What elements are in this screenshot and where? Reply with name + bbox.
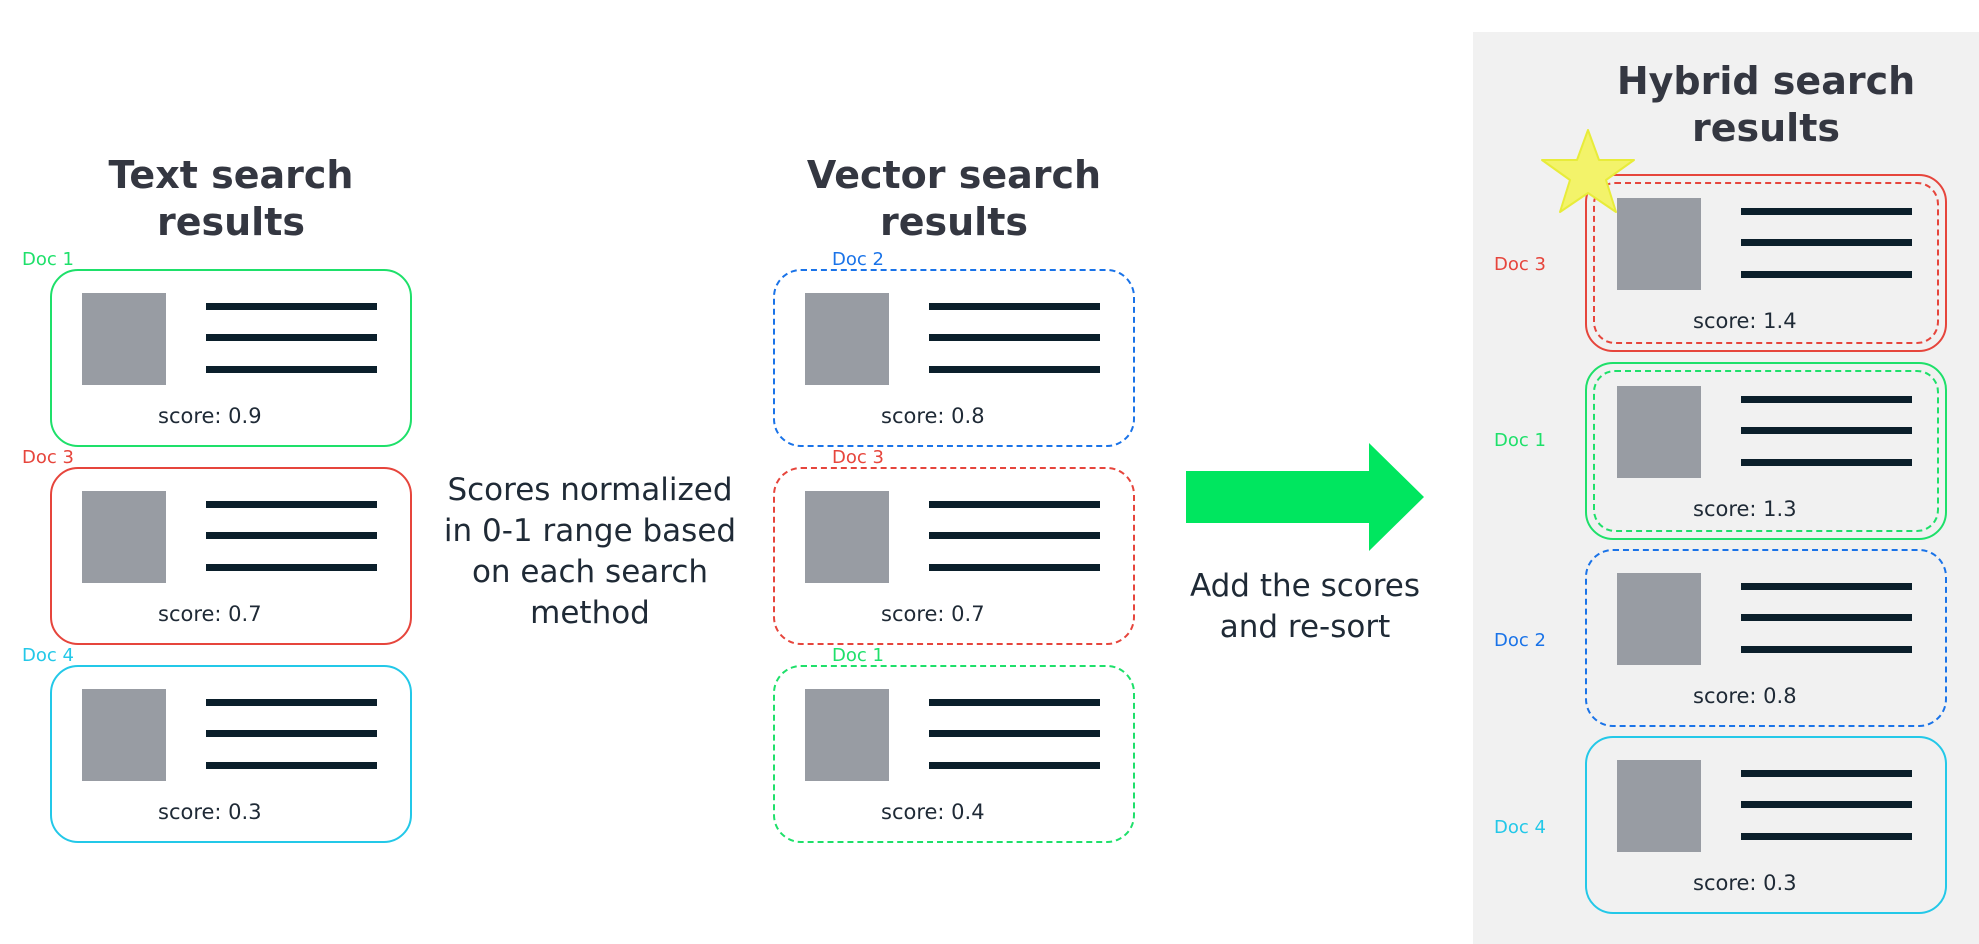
score-label: score: 1.3 [1693,497,1797,521]
add-scores-caption-line2: and re-sort [1219,609,1391,645]
card-inner-border [1593,370,1939,532]
text-line [206,762,377,769]
text-search-title-line1: Text search [108,153,354,197]
text-line [929,699,1100,706]
text-line [1741,396,1912,403]
vector-result-card-2[interactable]: score: 0.7 [773,467,1135,645]
vector-result-card-1[interactable]: score: 0.8 [773,269,1135,447]
document-thumbnail [1617,573,1701,665]
score-label: score: 1.4 [1693,309,1797,333]
score-label: score: 0.3 [1693,871,1797,895]
score-label: score: 0.7 [881,602,985,626]
text-line [206,564,377,571]
hybrid-results-panel [1473,32,1979,944]
normalize-caption-line4: method [530,595,650,631]
hybrid-result-card-2[interactable]: score: 1.3 [1585,362,1947,540]
text-line [929,564,1100,571]
hybrid-result-card-1[interactable]: score: 1.4 [1585,174,1947,352]
text-line [206,532,377,539]
hybrid-search-title-line1: Hybrid search [1616,59,1916,103]
text-line [929,532,1100,539]
hybrid-doc-label-2: Doc 1 [1494,430,1546,451]
hybrid-doc-label-3: Doc 2 [1494,630,1546,651]
text-line [206,303,377,310]
text-search-title: Text search results [50,152,412,246]
text-line [1741,770,1912,777]
document-thumbnail [82,689,166,781]
text-line [1741,427,1912,434]
text-result-card-2[interactable]: score: 0.7 [50,467,412,645]
text-line [1741,208,1912,215]
vector-search-title-line1: Vector search [806,153,1102,197]
hybrid-result-card-3[interactable]: score: 0.8 [1585,549,1947,727]
vector-doc-label-3: Doc 1 [832,645,884,666]
text-line [929,334,1100,341]
text-line [1741,833,1912,840]
normalize-caption-line1: Scores normalized [447,472,733,508]
document-thumbnail [805,293,889,385]
text-doc-label-1: Doc 1 [22,249,74,270]
text-line [1741,239,1912,246]
document-thumbnail [82,491,166,583]
text-line [929,730,1100,737]
normalize-caption-line3: on each search [471,554,709,590]
text-line [1741,583,1912,590]
hybrid-search-title-line2: results [1692,106,1840,150]
vector-doc-label-1: Doc 2 [832,249,884,270]
document-thumbnail [805,491,889,583]
normalize-caption-line2: in 0-1 range based [443,513,737,549]
add-scores-caption: Add the scores and re-sort [1165,566,1445,648]
text-line [206,334,377,341]
text-line [1741,271,1912,278]
score-label: score: 0.3 [158,800,262,824]
text-line [1741,646,1912,653]
document-thumbnail [1617,198,1701,290]
text-line [206,501,377,508]
score-label: score: 0.4 [881,800,985,824]
score-label: score: 0.7 [158,602,262,626]
hybrid-doc-label-1: Doc 3 [1494,254,1546,275]
score-label: score: 0.8 [881,404,985,428]
text-result-card-1[interactable]: score: 0.9 [50,269,412,447]
document-thumbnail [1617,386,1701,478]
document-thumbnail [82,293,166,385]
text-search-title-line2: results [157,200,305,244]
text-line [1741,614,1912,621]
text-line [929,501,1100,508]
right-arrow-icon [1186,443,1424,551]
text-line [206,699,377,706]
document-thumbnail [1617,760,1701,852]
text-result-card-3[interactable]: score: 0.3 [50,665,412,843]
document-thumbnail [805,689,889,781]
vector-doc-label-2: Doc 3 [832,447,884,468]
text-doc-label-3: Doc 4 [22,645,74,666]
star-icon [1541,129,1635,213]
vector-result-card-3[interactable]: score: 0.4 [773,665,1135,843]
score-label: score: 0.9 [158,404,262,428]
vector-search-title: Vector search results [773,152,1135,246]
text-doc-label-2: Doc 3 [22,447,74,468]
hybrid-result-card-4[interactable]: score: 0.3 [1585,736,1947,914]
text-line [929,366,1100,373]
card-inner-border [1593,182,1939,344]
hybrid-search-title: Hybrid search results [1585,58,1947,152]
text-line [206,366,377,373]
text-line [1741,801,1912,808]
score-label: score: 0.8 [1693,684,1797,708]
vector-search-title-line2: results [880,200,1028,244]
text-line [206,730,377,737]
normalize-caption: Scores normalized in 0-1 range based on … [430,470,750,634]
add-scores-caption-line1: Add the scores [1189,568,1421,604]
hybrid-doc-label-4: Doc 4 [1494,817,1546,838]
text-line [929,303,1100,310]
text-line [929,762,1100,769]
text-line [1741,459,1912,466]
